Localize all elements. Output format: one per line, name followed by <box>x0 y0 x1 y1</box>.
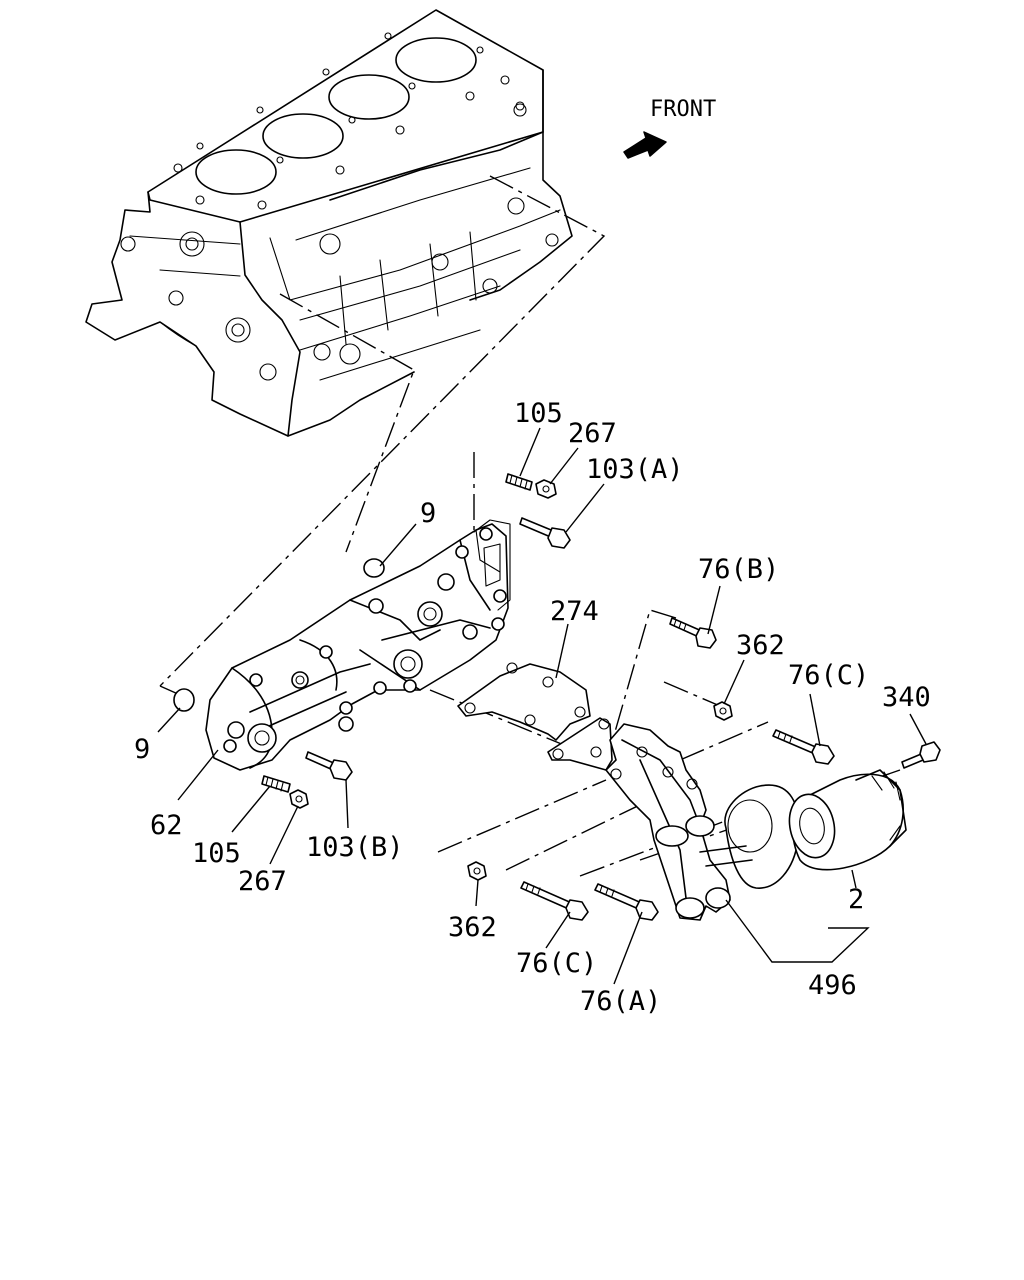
front-arrow-icon <box>623 131 667 159</box>
callout-362-bottom: 362 <box>448 912 497 943</box>
callout-105-bottom: 105 <box>192 838 241 869</box>
callout-76a: 76(A) <box>580 986 661 1017</box>
oil-cooler-housing <box>205 519 511 771</box>
callout-267-top: 267 <box>568 418 617 449</box>
front-label: FRONT <box>650 97 716 122</box>
gasket-274 <box>457 662 591 741</box>
callout-2: 2 <box>848 884 864 915</box>
callout-9-top: 9 <box>420 498 436 529</box>
fasteners <box>261 473 941 921</box>
leader-lines <box>157 427 927 985</box>
callout-labels: 105 267 103(A) 9 76(B) 274 362 76(C) 340… <box>134 398 931 1017</box>
callout-9-left: 9 <box>134 734 150 765</box>
bracket <box>547 717 613 771</box>
callout-103b: 103(B) <box>306 832 404 863</box>
engine-block <box>85 9 573 437</box>
callout-76b: 76(B) <box>698 554 779 585</box>
front-direction-indicator: FRONT <box>623 97 716 159</box>
callout-340: 340 <box>882 682 931 713</box>
o-ring-left <box>173 688 195 712</box>
callout-62: 62 <box>150 810 183 841</box>
callout-362-top: 362 <box>736 630 785 661</box>
callout-267-bottom: 267 <box>238 866 287 897</box>
callout-76c-bottom: 76(C) <box>516 948 597 979</box>
callout-274: 274 <box>550 596 599 627</box>
oil-filter <box>788 769 907 871</box>
callout-76c-right: 76(C) <box>788 660 869 691</box>
callout-105-top: 105 <box>514 398 563 429</box>
callout-496: 496 <box>808 970 857 1001</box>
oil-cooler-assembly <box>605 723 800 921</box>
o-ring-top <box>363 558 385 578</box>
callout-103a: 103(A) <box>586 454 684 485</box>
o-rings <box>173 558 385 712</box>
